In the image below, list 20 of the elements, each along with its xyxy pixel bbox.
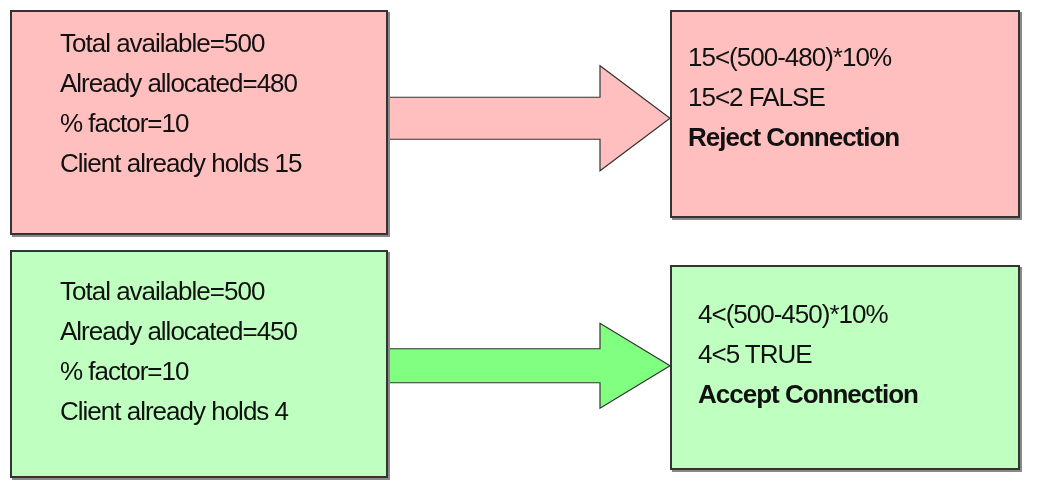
text-line: Total available=500 (60, 28, 265, 59)
text-line: Already allocated=480 (60, 68, 298, 99)
block-arrow (387, 322, 672, 410)
text-box (10, 250, 388, 478)
text-line: % factor=10 (60, 108, 189, 139)
text-line: Total available=500 (60, 276, 265, 307)
text-line: 15<(500-480)*10% (688, 42, 891, 73)
result-text: Accept Connection (698, 379, 918, 410)
text-box (670, 265, 1020, 470)
text-line: Already allocated=450 (60, 316, 298, 347)
text-line: 15<2 FALSE (688, 82, 825, 113)
text-line: 4<(500-450)*10% (698, 299, 888, 330)
text-line: Client already holds 4 (60, 396, 289, 427)
result-text: Reject Connection (688, 122, 900, 153)
text-box (10, 10, 388, 235)
text-line: % factor=10 (60, 356, 189, 387)
text-line: Client already holds 15 (60, 148, 302, 179)
text-line: 4<5 TRUE (698, 339, 812, 370)
block-arrow (387, 64, 671, 172)
text-box (670, 10, 1020, 218)
